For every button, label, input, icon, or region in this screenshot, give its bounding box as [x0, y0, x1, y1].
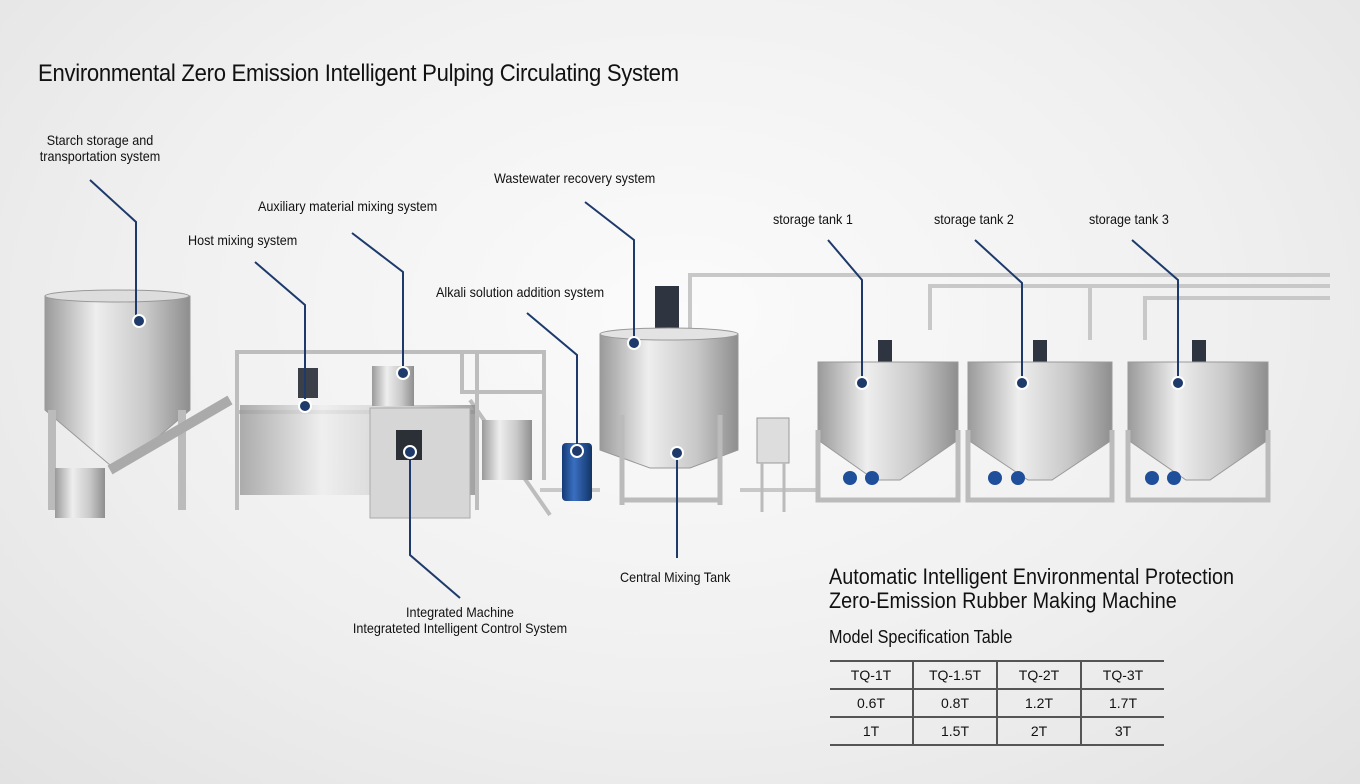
product-info: Automatic Intelligent Environmental Prot…	[829, 565, 1279, 746]
heading-line: Zero-Emission Rubber Making Machine	[829, 588, 1177, 613]
callout-host-mixing: Host mixing system	[188, 232, 298, 248]
table-cell: 1.2T	[996, 689, 1081, 718]
table-cell: 1T	[830, 717, 913, 746]
page-title: Environmental Zero Emission Intelligent …	[38, 60, 679, 87]
callout-line: Integrated Machine	[406, 604, 514, 620]
callout-line: Starch storage and	[46, 132, 154, 148]
callout-storage-tank-1: storage tank 1	[773, 211, 853, 227]
callout-line: Integrateted Intelligent Control System	[352, 620, 568, 636]
table-title: Model Specification Table	[829, 627, 1013, 647]
heading-line: Automatic Intelligent Environmental Prot…	[829, 564, 1235, 589]
alkali-drum	[562, 443, 592, 501]
callout-dots	[132, 314, 1185, 460]
callout-storage-tank-2: storage tank 2	[934, 211, 1014, 227]
callout-integrated-machine: Integrated Machine Integrateted Intellig…	[352, 604, 568, 636]
callout-alkali-addition: Alkali solution addition system	[436, 284, 605, 300]
table-cell: TQ-3T	[1080, 660, 1164, 690]
leader-lines	[89, 179, 1179, 599]
table-cell: 0.8T	[912, 689, 997, 718]
table-cell: 3T	[1080, 717, 1164, 746]
table-cell: 2T	[996, 717, 1081, 746]
callout-central-mixing-tank: Central Mixing Tank	[620, 569, 731, 585]
product-heading: Automatic Intelligent Environmental Prot…	[829, 565, 1234, 613]
central-mixing-tank-shape	[599, 286, 739, 505]
callout-line: transportation system	[39, 148, 161, 164]
table-cell: 1.7T	[1080, 689, 1164, 718]
storage-tanks	[815, 340, 1271, 503]
starch-storage-tank	[44, 289, 233, 518]
table-cell: TQ-2T	[996, 660, 1081, 690]
callout-wastewater-recovery: Wastewater recovery system	[494, 170, 656, 186]
callout-auxiliary-mixing: Auxiliary material mixing system	[258, 198, 438, 214]
table-cell: 1.5T	[912, 717, 997, 746]
table-cell: TQ-1.5T	[912, 660, 997, 690]
callout-storage-tank-3: storage tank 3	[1089, 211, 1169, 227]
table-cell: 0.6T	[830, 689, 913, 718]
table-cell: TQ-1T	[830, 660, 913, 690]
callout-starch-storage: Starch storage and transportation system	[37, 132, 163, 164]
electrical-cabinet	[756, 417, 790, 512]
